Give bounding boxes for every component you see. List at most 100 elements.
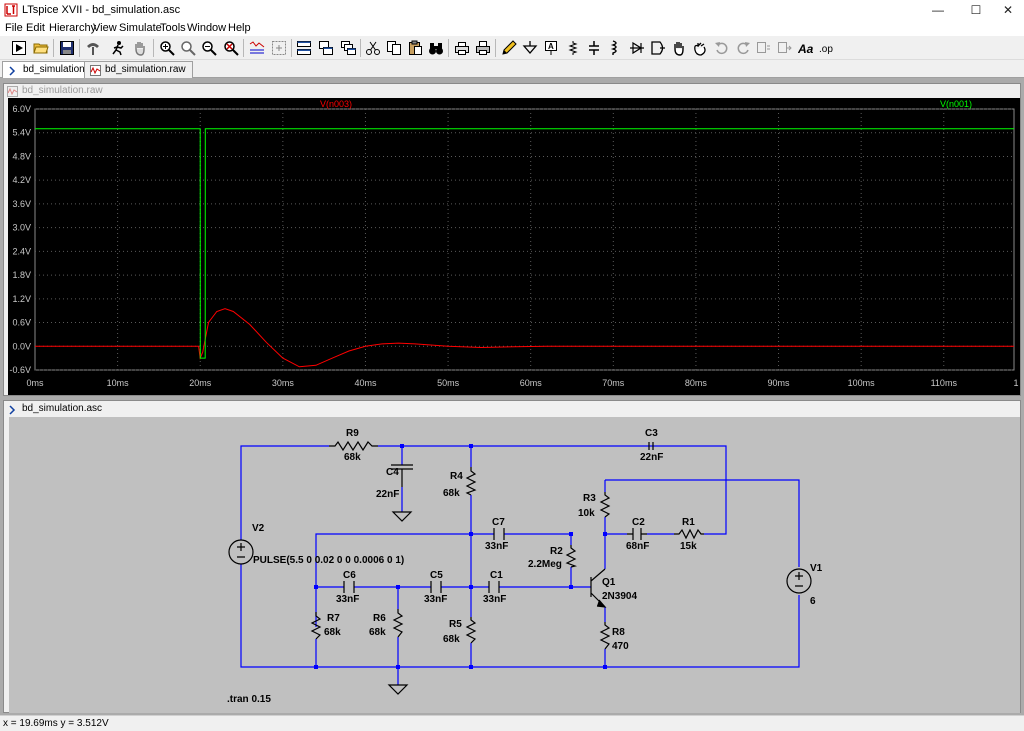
label-r3-value: 10k — [578, 508, 595, 519]
x-tick-label: 100ms — [848, 378, 876, 388]
zoom-fit-icon[interactable] — [221, 38, 241, 58]
capacitor-symbol-icon[interactable] — [584, 38, 604, 58]
zoom-pan-icon[interactable] — [178, 38, 198, 58]
y-tick-label: 6.0V — [12, 104, 31, 114]
label-c2-value: 68nF — [626, 541, 649, 552]
rotate-icon[interactable] — [753, 38, 773, 58]
series-vn003[interactable] — [35, 308, 1014, 368]
waveform-window-title: bd_simulation.raw — [22, 85, 103, 96]
label-v1: V1 — [810, 563, 823, 574]
close-button[interactable]: ✕ — [1002, 3, 1014, 17]
copy-icon[interactable] — [384, 38, 404, 58]
schematic-icon — [9, 405, 16, 415]
label-c7: C7 — [492, 517, 505, 528]
menu-bar: File Edit Hierarchy View Simulate Tools … — [0, 20, 1024, 36]
y-tick-label: 3.0V — [12, 223, 31, 233]
draw-wire-pencil-icon[interactable] — [499, 38, 519, 58]
save-icon[interactable] — [57, 38, 77, 58]
plot-grid — [34, 108, 1015, 371]
component-symbol-icon[interactable] — [648, 38, 668, 58]
label-r8: R8 — [612, 627, 625, 638]
label-c6: C6 — [343, 570, 356, 581]
label-r7-value: 68k — [324, 627, 341, 638]
label-r2: R2 — [550, 546, 563, 557]
junctions — [314, 444, 607, 669]
menu-help[interactable]: Help — [228, 22, 251, 34]
resistor-r9 — [329, 440, 378, 452]
schematic-window-title: bd_simulation.asc — [22, 403, 103, 414]
voltage-source-v1 — [786, 568, 812, 594]
capacitor-c5 — [430, 581, 442, 593]
zoom-in-icon[interactable] — [157, 38, 177, 58]
tab-waveform-label: bd_simulation.raw — [105, 64, 186, 75]
spice-directive-icon[interactable]: .op — [817, 38, 837, 58]
find-binoculars-icon[interactable] — [426, 38, 446, 58]
print-icon[interactable] — [473, 38, 493, 58]
maximize-button[interactable]: ☐ — [970, 3, 982, 17]
resistor-r7 — [310, 612, 322, 640]
redo-icon[interactable] — [733, 38, 753, 58]
series-vn001[interactable] — [35, 128, 1014, 359]
label-c3-value: 22nF — [640, 452, 663, 463]
menu-view[interactable]: View — [93, 22, 117, 34]
paste-icon[interactable] — [405, 38, 425, 58]
cascade-windows-icon[interactable] — [338, 38, 358, 58]
label-r3: R3 — [583, 493, 596, 504]
status-bar: x = 19.69ms y = 3.512V — [0, 715, 1024, 731]
waveform-window-titlebar[interactable]: bd_simulation.raw — [4, 84, 1020, 98]
schematic-window-titlebar[interactable]: bd_simulation.asc — [4, 401, 1020, 417]
menu-edit[interactable]: Edit — [26, 22, 45, 34]
resistor-r4 — [465, 467, 477, 496]
menu-window[interactable]: Window — [187, 22, 227, 34]
run-simulation-icon[interactable] — [108, 38, 128, 58]
ground-bottom — [387, 684, 409, 695]
y-tick-label: 0.6V — [12, 318, 31, 328]
spice-directive-tran[interactable]: .tran 0.15 — [227, 694, 271, 705]
autorange-icon[interactable] — [247, 38, 267, 58]
tile-vertical-icon[interactable] — [316, 38, 336, 58]
tile-horizontal-icon[interactable] — [294, 38, 314, 58]
schematic-drawing[interactable]: R9 68k C4 22nF R4 68k C3 22nF R3 10k C2 … — [9, 417, 1020, 713]
zoom-out-icon[interactable] — [199, 38, 219, 58]
undo-icon[interactable] — [712, 38, 732, 58]
mirror-icon[interactable] — [774, 38, 794, 58]
menu-tools[interactable]: Tools — [160, 22, 186, 34]
drag-hand-icon[interactable] — [690, 38, 710, 58]
print-setup-icon[interactable] — [452, 38, 472, 58]
control-panel-icon[interactable] — [83, 38, 103, 58]
halt-hand-icon[interactable] — [130, 38, 150, 58]
label-v2: V2 — [252, 523, 265, 534]
label-net-icon[interactable]: A — [541, 38, 561, 58]
inductor-symbol-icon[interactable] — [605, 38, 625, 58]
label-c4: C4 — [386, 467, 399, 478]
label-c1: C1 — [490, 570, 503, 581]
run-icon[interactable] — [9, 38, 29, 58]
minimize-button[interactable]: — — [932, 3, 944, 17]
text-font-icon[interactable]: Aa — [796, 38, 816, 58]
menu-file[interactable]: File — [5, 22, 23, 34]
transistor-q1 — [590, 568, 606, 608]
resistor-symbol-icon[interactable] — [563, 38, 583, 58]
y-tick-label: 0.0V — [12, 341, 31, 351]
label-v2-value: PULSE(5.5 0 0.02 0 0 0.0006 0 1) — [253, 555, 404, 566]
menu-hierarchy[interactable]: Hierarchy — [49, 22, 97, 34]
trace-label-vn001[interactable]: V(n001) — [940, 99, 972, 109]
label-r5-value: 68k — [443, 634, 460, 645]
cut-scissors-icon[interactable] — [363, 38, 383, 58]
waveform-grid-icon[interactable] — [269, 38, 289, 58]
trace-label-vn003[interactable]: V(n003) — [320, 99, 352, 109]
menu-simulate[interactable]: Simulate — [119, 22, 162, 34]
diode-symbol-icon[interactable] — [627, 38, 647, 58]
move-hand-icon[interactable] — [669, 38, 689, 58]
label-r1-value: 15k — [680, 541, 697, 552]
x-tick-label: 40ms — [354, 378, 377, 388]
schematic-canvas[interactable]: R9 68k C4 22nF R4 68k C3 22nF R3 10k C2 … — [9, 417, 1020, 713]
tab-waveform[interactable]: bd_simulation.raw — [84, 61, 193, 78]
ground-symbol-icon[interactable] — [520, 38, 540, 58]
waveform-chart[interactable]: 6.0V5.4V4.8V4.2V3.6V3.0V2.4V1.8V1.2V0.6V… — [8, 98, 1020, 395]
open-folder-icon[interactable] — [31, 38, 51, 58]
